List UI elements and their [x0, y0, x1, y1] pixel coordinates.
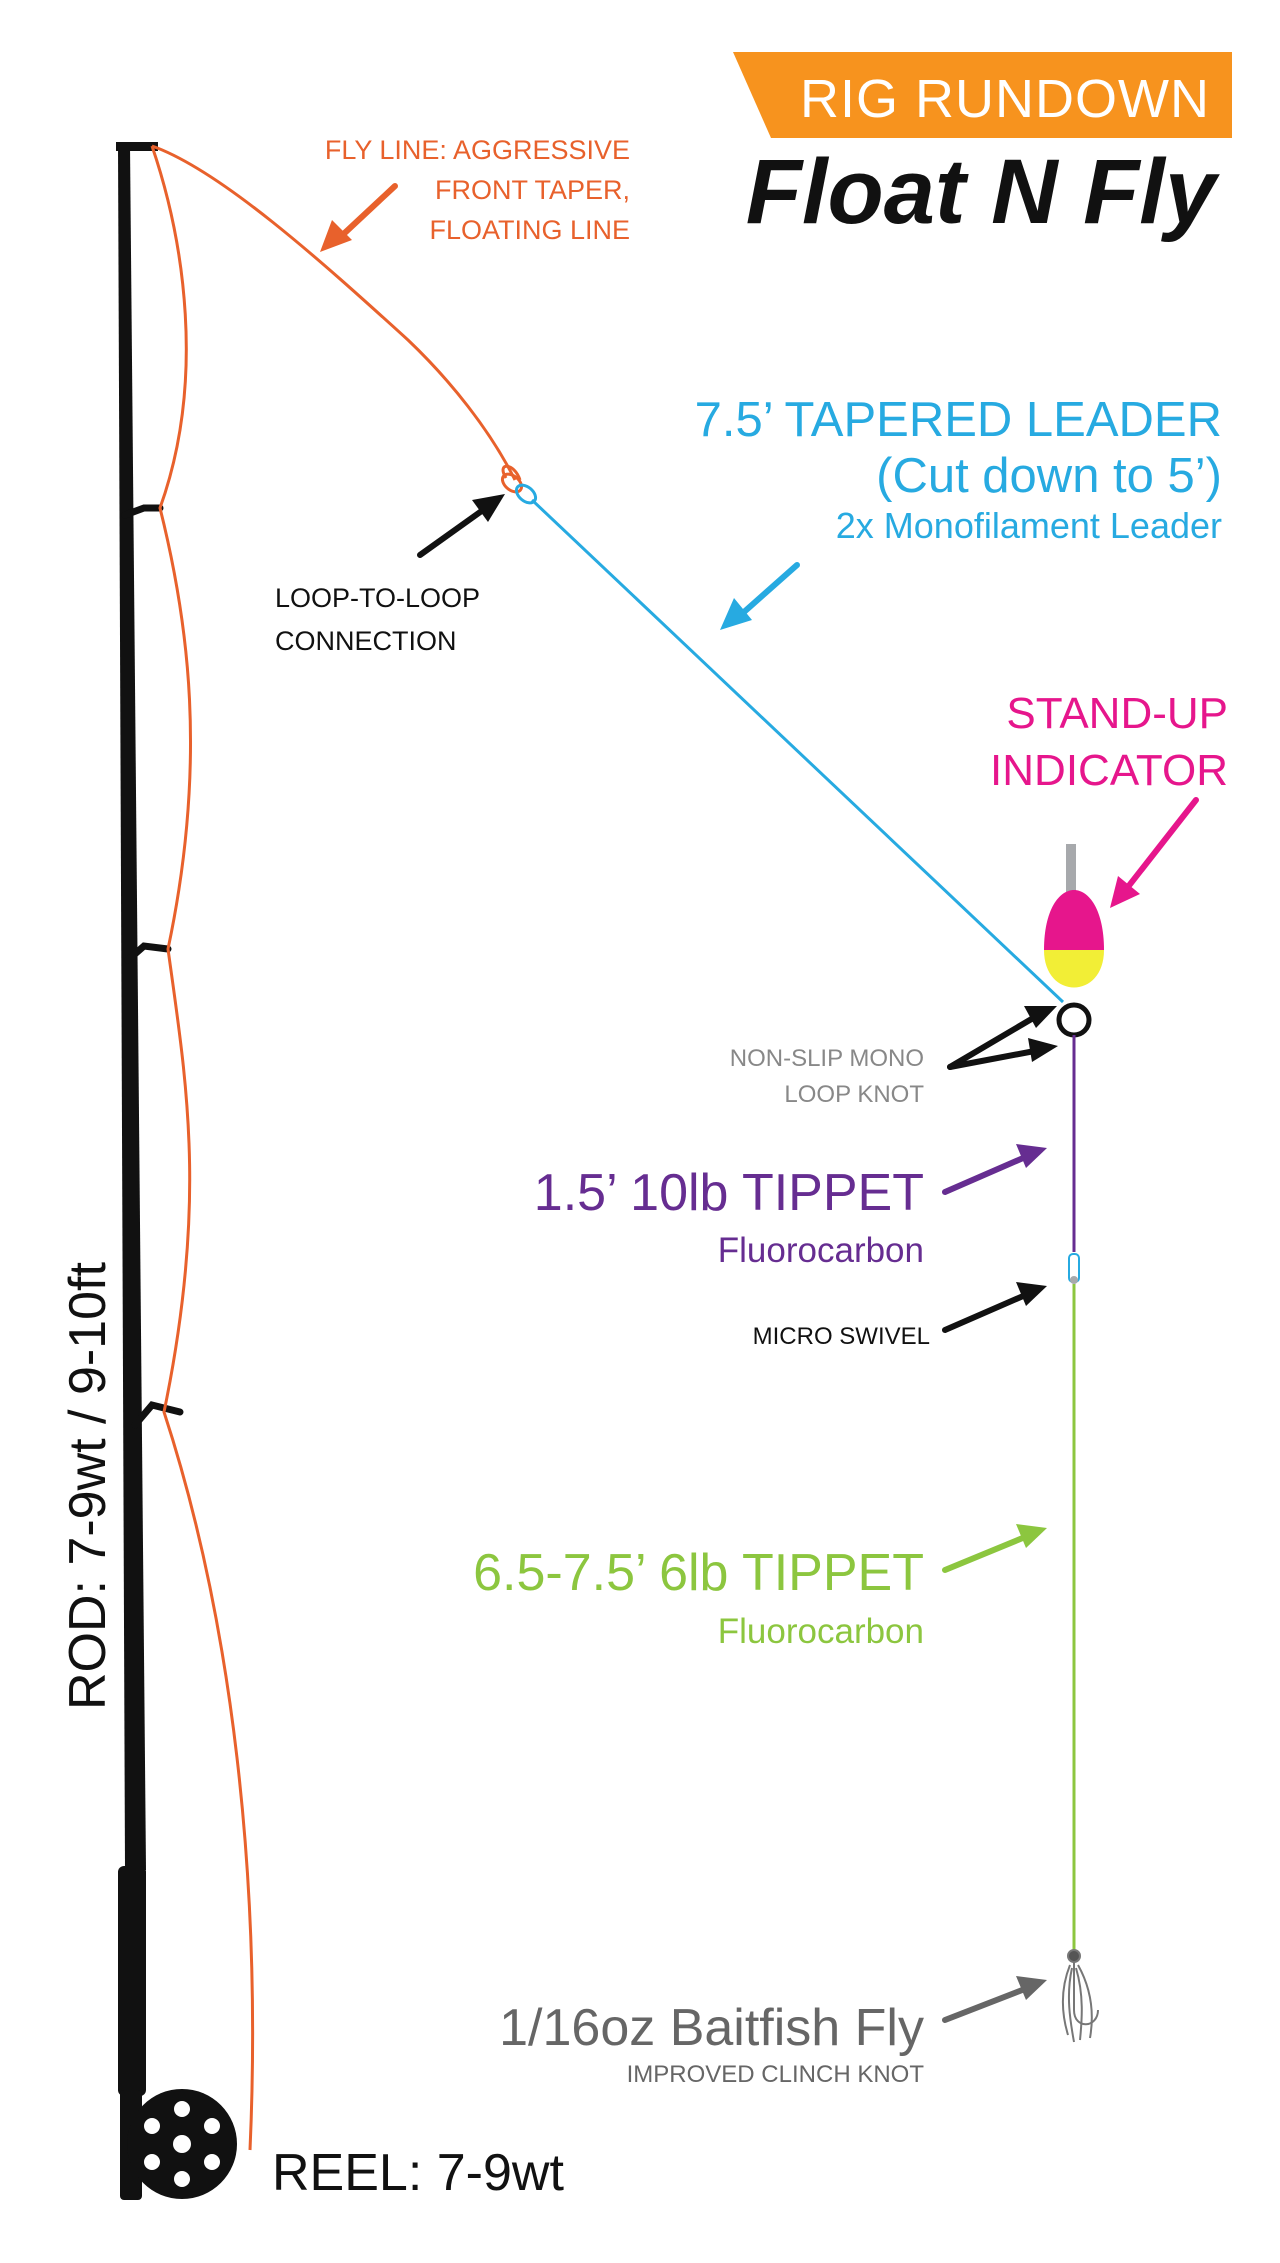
baitfish-fly	[1062, 1949, 1099, 2043]
page-title: Float N Fly	[746, 141, 1220, 243]
tippet-10lb-label-line1: 1.5’ 10lb TIPPET	[534, 1164, 924, 1222]
leader-arrowhead	[720, 598, 752, 630]
reel-hole-center	[173, 2135, 191, 2153]
fly-feather-2	[1077, 1964, 1093, 2039]
indicator-label: STAND-UP INDICATOR	[990, 689, 1228, 795]
loop-knot-arrowhead-1	[1024, 1006, 1057, 1028]
loop-knot-arrow-2	[947, 1047, 1043, 1070]
loop-knot-label-line1: NON-SLIP MONO	[730, 1045, 924, 1072]
loop-to-loop-label-line2: CONNECTION	[275, 626, 457, 656]
loop-knot-arrowhead-2	[1028, 1038, 1058, 1062]
fly-hook	[1073, 1962, 1099, 2026]
loop-knot-label: NON-SLIP MONO LOOP KNOT	[730, 1045, 925, 1108]
reel-hole	[144, 2154, 160, 2170]
fly-label-line1: 1/16oz Baitfish Fly	[499, 1999, 924, 2057]
fly-line-label-line2: FRONT TAPER,	[435, 175, 630, 205]
leader-label: 7.5’ TAPERED LEADER (Cut down to 5’) 2x …	[695, 393, 1222, 546]
fly-line	[150, 144, 522, 2151]
swivel-arrowhead	[1016, 1282, 1047, 1306]
fly-line-arrow	[332, 183, 398, 245]
rod-guide-3	[131, 1401, 184, 1429]
tippet-6lb-arrow	[942, 1532, 1033, 1573]
indicator-arrow	[1121, 797, 1199, 895]
tippet-10lb-arrowhead	[1016, 1144, 1047, 1168]
tippet-10lb-label: 1.5’ 10lb TIPPET Fluorocarbon	[534, 1164, 924, 1270]
fly-reel	[127, 2089, 237, 2199]
fly-feather-4	[1067, 1967, 1075, 2043]
fly-label-line2: IMPROVED CLINCH KNOT	[627, 2061, 925, 2088]
tapered-leader	[530, 498, 1065, 1004]
loop-to-loop-label: LOOP-TO-LOOP CONNECTION	[275, 583, 480, 656]
leader-label-line2: (Cut down to 5’)	[876, 449, 1222, 503]
fly-rod	[116, 142, 184, 2200]
reel-label: REEL: 7-9wt	[272, 2144, 564, 2202]
title-banner	[733, 52, 1232, 138]
swivel-arrow	[942, 1290, 1033, 1333]
reel-hole	[144, 2118, 160, 2134]
leader-label-line1: 7.5’ TAPERED LEADER	[695, 393, 1222, 447]
loop-to-loop-arrowhead	[472, 494, 505, 522]
indicator-label-line2: INDICATOR	[990, 746, 1228, 795]
indicator-top	[1044, 890, 1104, 950]
loop-to-loop-arrow	[417, 502, 493, 558]
swivel-label: MICRO SWIVEL	[753, 1323, 930, 1350]
fly-line-label-line3: FLOATING LINE	[429, 215, 630, 245]
rod-label: ROD: 7-9wt / 9-10ft	[59, 1262, 117, 1710]
reel-hole	[204, 2154, 220, 2170]
fly-line-on-rod	[150, 145, 255, 2151]
reel-hole	[204, 2118, 220, 2134]
fly-feather-3	[1075, 1967, 1083, 2041]
title-banner-text: RIG RUNDOWN	[800, 69, 1210, 129]
fly-label: 1/16oz Baitfish Fly IMPROVED CLINCH KNOT	[499, 1999, 924, 2088]
rod-grip	[118, 1866, 146, 2096]
swivel-ring	[1070, 1276, 1078, 1284]
loop-to-loop-label-line1: LOOP-TO-LOOP	[275, 583, 480, 613]
tippet-6lb-label: 6.5-7.5’ 6lb TIPPET Fluorocarbon	[473, 1544, 924, 1651]
loop-orange	[500, 472, 524, 494]
leader-arrow	[732, 562, 800, 623]
fly-line-arrowhead	[320, 220, 352, 252]
rod-blank	[118, 145, 146, 1870]
rod-tip-top	[116, 142, 158, 151]
reel-hole	[174, 2101, 190, 2117]
fly-line-label-line1: FLY LINE: AGGRESSIVE	[325, 135, 630, 165]
indicator-label-line1: STAND-UP	[1006, 689, 1228, 738]
micro-swivel	[1068, 1253, 1080, 1284]
indicator-bottom	[1044, 950, 1104, 988]
fly-feather-1	[1062, 1964, 1071, 2036]
fly-line-to-leader	[151, 144, 517, 481]
tippet-6lb-label-line1: 6.5-7.5’ 6lb TIPPET	[473, 1544, 924, 1602]
reel-hole	[174, 2171, 190, 2187]
fly-head	[1067, 1949, 1081, 1963]
loop-knot-arrow-1	[947, 1011, 1043, 1070]
tippet-10lb-label-line2: Fluorocarbon	[718, 1231, 924, 1270]
tippet-10lb-arrow	[942, 1152, 1033, 1195]
rod-guide-1	[121, 504, 164, 519]
indicator-arrowhead	[1110, 876, 1140, 908]
tippet-6lb-label-line2: Fluorocarbon	[718, 1612, 924, 1651]
arrows	[320, 183, 1199, 2023]
fly-arrowhead	[1016, 1976, 1047, 2000]
fly-arrow	[942, 1984, 1033, 2023]
fly-line-label: FLY LINE: AGGRESSIVE FRONT TAPER, FLOATI…	[325, 135, 630, 245]
loop-knot-label-line2: LOOP KNOT	[784, 1081, 924, 1108]
stand-up-indicator	[1044, 844, 1104, 1038]
loop-knot-ring	[1056, 1002, 1092, 1038]
tippet-6lb-arrowhead	[1016, 1524, 1047, 1548]
rod-guide-2	[124, 942, 172, 964]
leader-label-line3: 2x Monofilament Leader	[836, 505, 1222, 546]
indicator-stem	[1066, 844, 1076, 914]
